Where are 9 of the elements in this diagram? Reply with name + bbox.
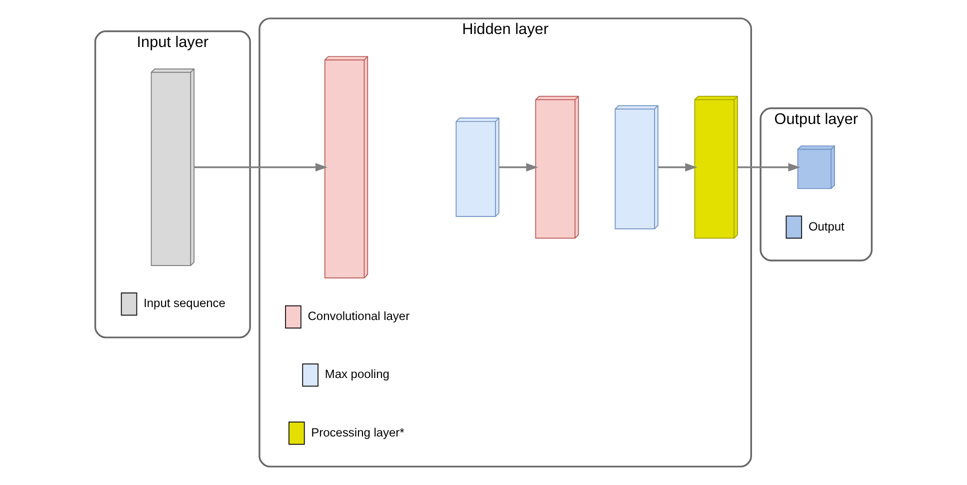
legend-label: Output (808, 219, 844, 234)
legend-label: Processing layer* (311, 425, 404, 440)
legend-label: Max pooling (324, 367, 390, 382)
legend-label: Input sequence (144, 296, 226, 310)
arrow (499, 163, 538, 172)
arrow (658, 163, 698, 172)
arrow (194, 163, 328, 172)
legend-label: Convolutional layer (308, 309, 410, 324)
arrow (738, 163, 800, 172)
